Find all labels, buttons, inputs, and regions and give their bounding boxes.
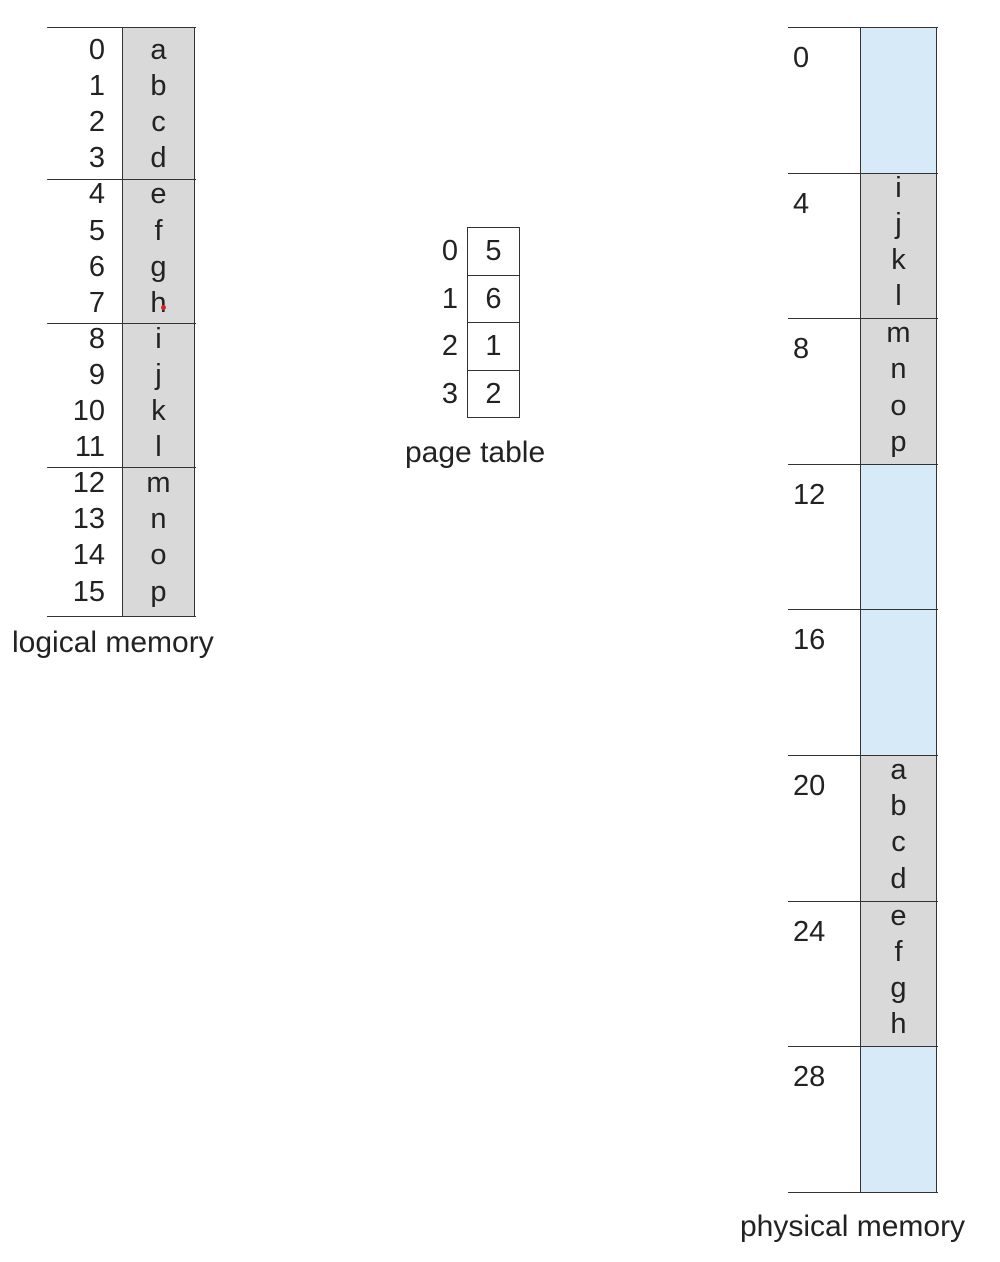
logical-address: 4 [88, 178, 105, 211]
logical-memory-value: m [146, 467, 171, 500]
physical-memory-value: l [895, 280, 902, 313]
page-table-cell-divider [467, 369, 520, 371]
physical-memory-value: i [895, 171, 902, 204]
frame-boundary-line [788, 318, 938, 320]
physical-address: 12 [793, 478, 826, 511]
logical-address: 5 [88, 214, 105, 247]
frame-boundary-line [788, 755, 938, 756]
physical-memory-value: m [886, 317, 911, 350]
logical-memory-value: h [150, 286, 167, 319]
logical-address: 9 [88, 358, 105, 391]
page-number: 3 [441, 377, 458, 410]
logical-address: 8 [88, 322, 105, 355]
physical-frame [860, 609, 937, 755]
logical-memory-value: b [150, 70, 167, 103]
physical-address: 8 [793, 333, 810, 366]
page-table-caption: page table [405, 436, 546, 469]
logical-address: 11 [74, 431, 105, 464]
page-table-cell-divider [467, 274, 520, 276]
logical-address: 6 [88, 250, 105, 283]
logical-address: 14 [72, 539, 105, 572]
page-boundary-line [47, 27, 196, 28]
logical-memory-value: c [151, 106, 166, 139]
physical-address: 24 [793, 915, 826, 948]
physical-memory-value: a [890, 754, 907, 786]
physical-memory-caption: physical memory [740, 1210, 966, 1243]
physical-memory-value: p [890, 425, 907, 458]
physical-frame [860, 27, 937, 173]
page-boundary-line [47, 323, 196, 324]
physical-address: 20 [793, 770, 826, 802]
physical-memory-value: h [890, 1008, 907, 1041]
logical-memory-value: j [155, 358, 162, 391]
logical-memory-value: f [154, 214, 163, 247]
logical-memory-caption: logical memory [12, 626, 214, 659]
logical-address: 0 [88, 34, 105, 66]
physical-frame [860, 1046, 937, 1192]
frame-boundary-line [788, 172, 938, 174]
physical-frame [860, 463, 937, 610]
page-boundary-line [47, 179, 196, 180]
frame-boundary-line [788, 27, 938, 28]
physical-address: 4 [793, 187, 810, 220]
logical-address: 13 [72, 503, 105, 536]
logical-memory-value: k [151, 395, 166, 427]
logical-memory-value: g [150, 250, 167, 283]
frame-boundary-line [788, 1191, 938, 1193]
logical-memory-value: a [150, 34, 167, 66]
logical-memory-value: e [150, 178, 167, 211]
physical-memory-value: f [894, 935, 903, 968]
logical-address: 3 [88, 142, 105, 175]
physical-address: 16 [793, 624, 826, 657]
logical-address: 10 [72, 395, 105, 427]
physical-memory-value: n [890, 353, 907, 386]
page-number: 1 [441, 282, 458, 315]
logical-memory-value: i [155, 322, 162, 355]
logical-memory-value: d [150, 142, 167, 175]
logical-address: 7 [88, 286, 105, 319]
frame-number: 6 [485, 282, 502, 315]
frame-boundary-line [788, 900, 938, 902]
physical-memory-value: g [890, 971, 907, 1004]
page-boundary-line [47, 616, 196, 617]
physical-memory-value: b [890, 790, 907, 823]
logical-address: 12 [72, 467, 105, 500]
physical-address: 28 [793, 1061, 826, 1094]
logical-memory-value: l [155, 431, 162, 464]
logical-memory: 0 a 1 b 2 c 3 d 4 e 5 f 6 g 7 h 8 i 9 j 10 k 11 l 12 m 13 n 14 o 15 p l… [0, 0, 260, 680]
logical-memory-value: p [150, 575, 167, 608]
physical-memory-value: d [890, 862, 907, 895]
physical-memory-value: k [891, 243, 906, 276]
logical-memory-value: o [150, 539, 167, 572]
physical-memory-value: o [890, 389, 907, 422]
page-number: 0 [441, 235, 458, 267]
page-number: 2 [441, 330, 458, 362]
frame-boundary-line [788, 609, 938, 611]
physical-memory-value: e [890, 899, 907, 932]
page-boundary-line [47, 467, 196, 468]
physical-memory-value: c [891, 826, 906, 859]
logical-memory-value: n [150, 503, 167, 536]
frame-boundary-line [788, 1046, 938, 1048]
logical-address: 2 [88, 106, 105, 139]
frame-number: 5 [485, 235, 502, 267]
physical-address: 0 [793, 42, 810, 74]
frame-number: 2 [485, 377, 502, 410]
frame-boundary-line [788, 463, 938, 465]
logical-address: 1 [88, 70, 105, 103]
logical-address: 15 [72, 575, 105, 608]
cursor-dot [161, 305, 166, 310]
logical-memory-column [122, 27, 195, 617]
frame-number: 1 [485, 330, 502, 362]
physical-memory-value: j [895, 207, 902, 240]
page-table-cell-divider [467, 322, 520, 323]
